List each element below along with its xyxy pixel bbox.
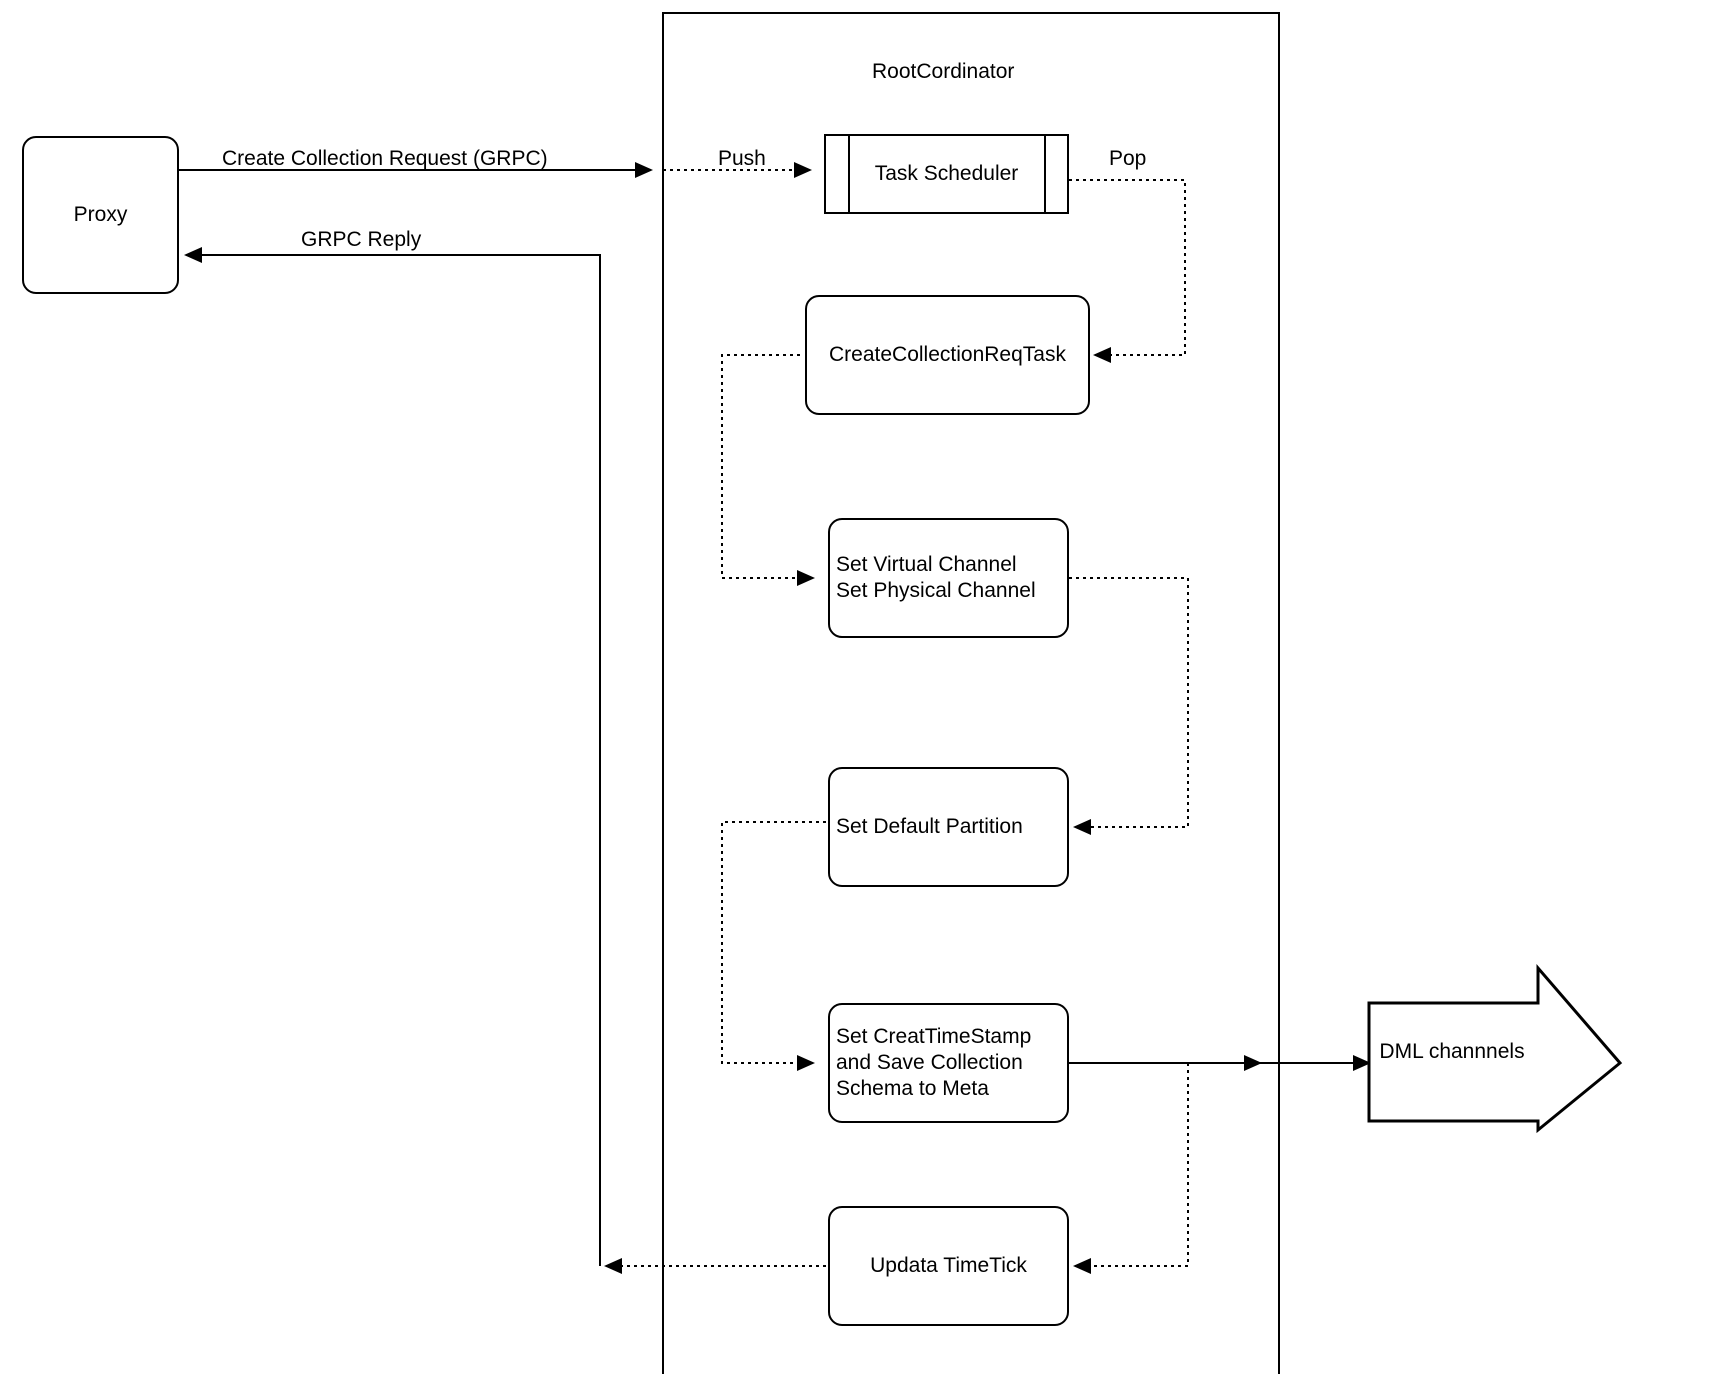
rootcordinator-container: [662, 12, 1280, 1374]
node-set-default-partition-label: Set Default Partition: [836, 814, 1023, 838]
edge-timestamp-to-timetick: [1069, 1062, 1189, 1274]
edge-label-create-collection-request: Create Collection Request (GRPC): [222, 147, 548, 170]
edge-defaultpartition-to-timestamp: [721, 821, 826, 1071]
queue-divider-left: [848, 136, 850, 212]
rootcordinator-title: RootCordinator: [872, 60, 1015, 83]
dml-channels-label: DML channnels: [1379, 1040, 1525, 1063]
node-task-scheduler-label: Task Scheduler: [874, 161, 1019, 185]
node-update-timetick-label: Updata TimeTick: [870, 1253, 1027, 1277]
node-task-scheduler[interactable]: Task Scheduler: [824, 134, 1069, 214]
node-proxy[interactable]: Proxy: [22, 136, 179, 294]
edge-setchannel-to-defaultpartition: [1069, 577, 1189, 835]
edge-task-to-setchannel: [721, 354, 815, 586]
node-set-channels-label: Set Virtual Channel Set Physical Channel: [836, 552, 1036, 602]
node-set-default-partition[interactable]: Set Default Partition: [828, 767, 1069, 887]
edge-rootcordinator-to-proxy: [184, 247, 601, 1266]
node-proxy-label: Proxy: [73, 202, 128, 226]
node-set-timestamp-save-schema-label: Set CreatTimeStamp and Save Collection S…: [836, 1024, 1032, 1101]
queue-divider-right: [1044, 136, 1046, 212]
edge-label-push: Push: [718, 147, 766, 170]
node-create-collection-req-task[interactable]: CreateCollectionReqTask: [805, 295, 1090, 415]
edge-label-pop: Pop: [1109, 147, 1147, 170]
node-set-channels[interactable]: Set Virtual Channel Set Physical Channel: [828, 518, 1069, 638]
node-set-timestamp-save-schema[interactable]: Set CreatTimeStamp and Save Collection S…: [828, 1003, 1069, 1123]
node-create-collection-req-task-label: CreateCollectionReqTask: [829, 342, 1066, 366]
node-update-timetick[interactable]: Updata TimeTick: [828, 1206, 1069, 1326]
edge-label-grpc-reply: GRPC Reply: [301, 228, 422, 251]
